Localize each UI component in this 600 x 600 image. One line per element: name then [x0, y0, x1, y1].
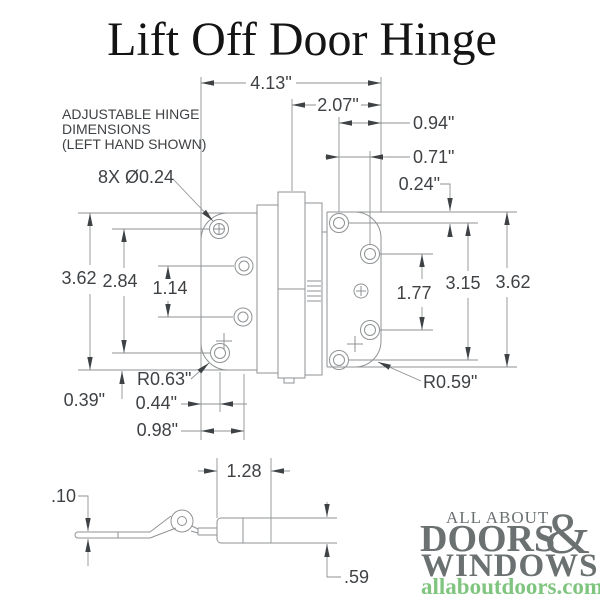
label-hole-col-to-edge: 0.94"	[413, 113, 454, 133]
logo-line-windows: WINDOWS	[421, 548, 599, 584]
dim-leader-elbow	[78, 495, 89, 510]
screw-hole-inner	[364, 324, 376, 336]
dim-leader-elbow	[440, 183, 451, 198]
knuckle-pin-hole	[177, 516, 187, 526]
adjustment-screw	[353, 283, 369, 299]
plan-dimension-lines	[87, 77, 510, 440]
label-hole-pattern: 8X Ø0.24	[98, 167, 174, 187]
block-left-end	[216, 517, 222, 544]
knuckle-link	[190, 525, 199, 534]
label-block-height: .59	[344, 567, 369, 587]
note-line-2: DIMENSIONS	[62, 121, 151, 137]
center-mark-icon	[347, 336, 363, 352]
label-right-inner-hole-span: 1.77	[396, 283, 431, 303]
screw-hole	[210, 343, 230, 363]
center-mark-icon	[216, 333, 232, 349]
label-left-inner-hole-span: 1.14	[152, 278, 187, 298]
company-logo: ALL ABOUT DOORS & WINDOWS allaboutdoors.…	[420, 501, 600, 599]
screw-hole-inner	[238, 260, 250, 272]
plan-view	[78, 191, 517, 384]
leaf-profile-bend	[149, 515, 172, 533]
screw-hole-inner	[333, 217, 345, 229]
screw-hole	[209, 219, 229, 239]
note-line-3: (LEFT HAND SHOWN)	[62, 136, 206, 152]
logo-line-top: ALL ABOUT	[446, 508, 549, 527]
leader-hole-pattern	[172, 178, 214, 222]
hinge-pin-body	[277, 191, 306, 379]
label-side-edge-to-inner-hole: 0.98"	[137, 420, 178, 440]
right-leaf-holes	[329, 213, 380, 370]
label-leaf-thickness: .10	[51, 486, 76, 506]
leader-radius-right	[377, 361, 422, 382]
barrel-left-housing	[256, 204, 278, 374]
note-line-1: ADJUSTABLE HINGE	[62, 106, 199, 122]
screw-hole-inner	[364, 248, 376, 260]
side-dimension-lines	[78, 458, 341, 578]
label-left-leaf-height: 3.62	[61, 268, 96, 288]
label-radius-right: R0.59"	[423, 372, 477, 392]
label-left-outer-hole-span: 2.84	[102, 271, 137, 291]
pin-bottom-notch	[283, 378, 295, 384]
label-bottom-hole-to-edge: 0.39"	[64, 390, 105, 410]
phillips-cross-icon	[356, 286, 366, 296]
leader-radius-left	[190, 362, 210, 380]
left-leaf-holes	[209, 219, 254, 363]
logo-ampersand: &	[545, 501, 590, 566]
page-title: Lift Off Door Hinge	[107, 13, 497, 66]
barrel-right-housing	[305, 202, 323, 376]
screw-hole-inner	[214, 347, 226, 359]
screw-hole	[360, 320, 380, 340]
label-center-to-edge: 2.07"	[317, 95, 358, 115]
pin-bar-profile	[197, 527, 217, 536]
adjustment-teeth	[307, 280, 321, 302]
label-right-leaf-height: 3.62	[495, 272, 530, 292]
label-right-outer-hole-span: 3.15	[445, 273, 480, 293]
side-view	[74, 509, 337, 544]
label-overall-width: 4.13"	[250, 73, 291, 93]
label-hole-col-span: 0.71"	[413, 147, 454, 167]
screw-hole-inner	[333, 354, 345, 366]
phillips-cross-icon	[213, 223, 225, 235]
screw-hole	[329, 213, 349, 233]
logo-wordmark: ALL ABOUT DOORS & WINDOWS	[420, 501, 599, 584]
logo-line-doors: DOORS	[420, 518, 555, 560]
knuckle-ring	[170, 509, 194, 533]
screw-hole	[234, 256, 254, 276]
screw-hole	[329, 350, 349, 370]
right-leaf-rounded-end	[354, 211, 382, 368]
screw-hole	[233, 307, 253, 327]
annotation-labels: ADJUSTABLE HINGE DIMENSIONS (LEFT HAND S…	[51, 73, 531, 587]
label-leaf-length: 1.28	[226, 461, 261, 481]
dim-leader-elbow	[326, 559, 341, 578]
screw-hole-inner	[237, 311, 249, 323]
label-side-edge-to-hole: 0.44"	[136, 393, 177, 413]
screw-hole	[360, 244, 380, 264]
leaf-profile-end-cap	[74, 531, 79, 539]
label-top-edge-to-hole: 0.24"	[399, 174, 440, 194]
logo-website-link[interactable]: allaboutdoors.com	[421, 574, 600, 599]
leaf-profile-bend	[149, 527, 177, 539]
label-radius-left: R0.63"	[137, 369, 191, 389]
